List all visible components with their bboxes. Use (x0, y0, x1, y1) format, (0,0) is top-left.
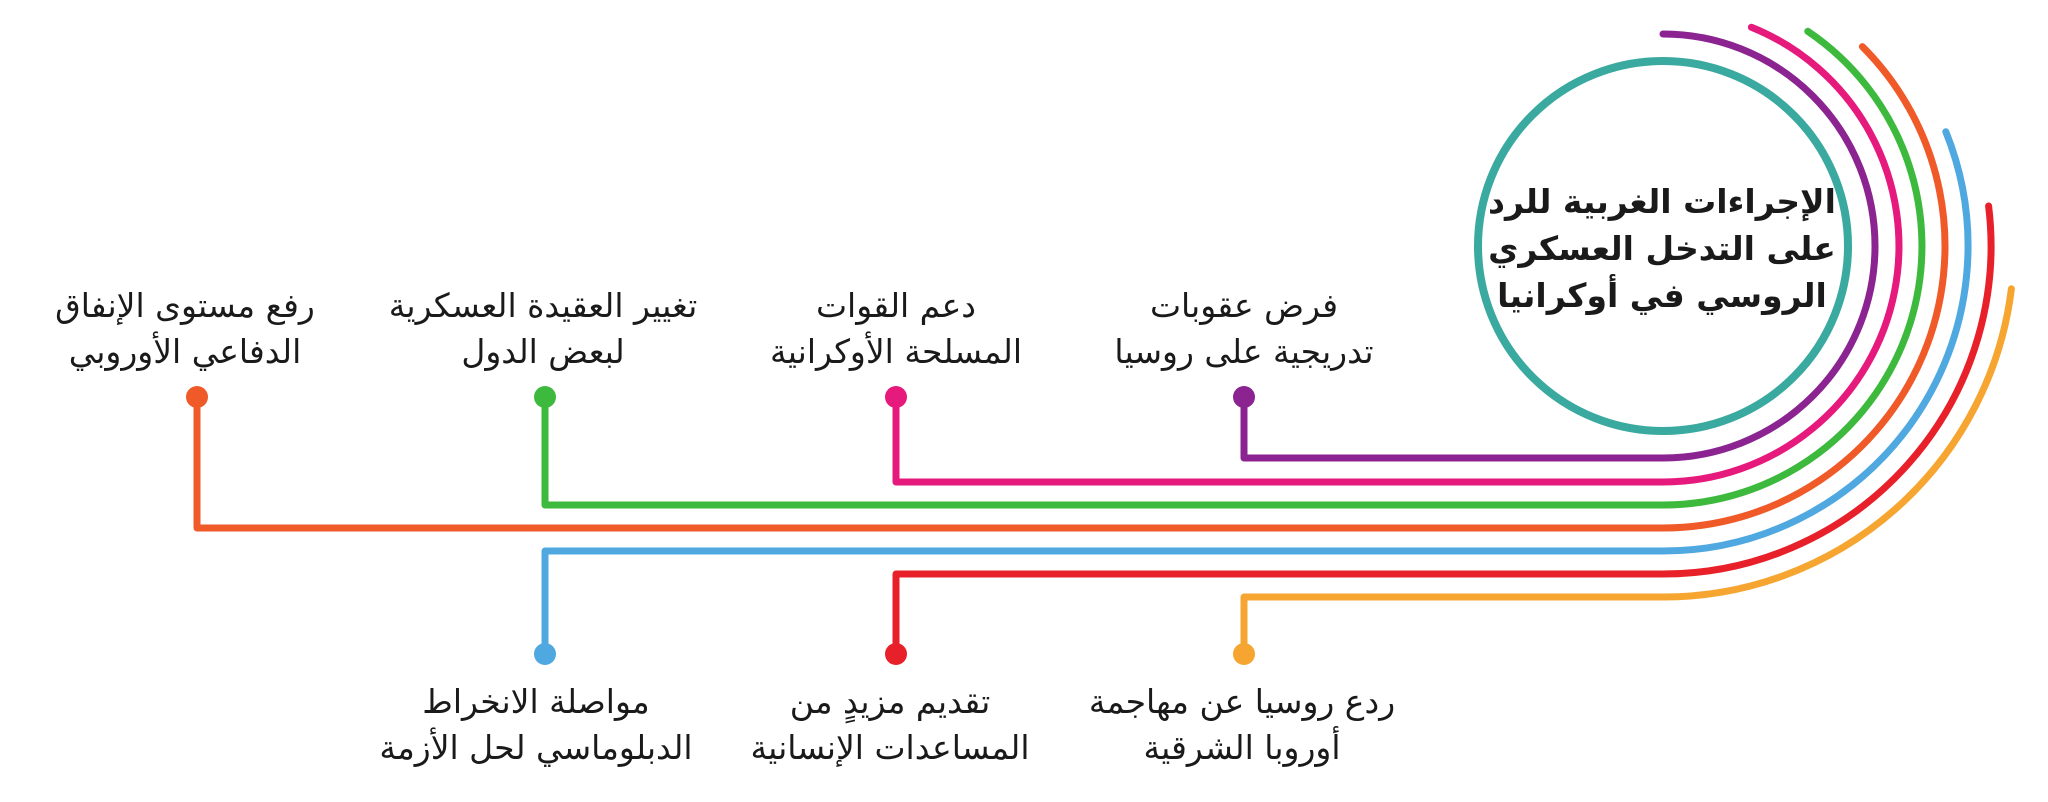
label-line: فرض عقوبات (1149, 286, 1339, 325)
connector-diplomacy (541, 128, 1972, 658)
title-ring (1474, 57, 1852, 435)
connector-sanctions (1240, 30, 1879, 462)
node-dot-diplomacy (534, 643, 556, 665)
label-line: الدبلوماسي لحل الأزمة (379, 728, 693, 767)
connector-support (892, 23, 1903, 486)
label-support: دعم القوات المسلحة الأوكرانية (770, 283, 1022, 375)
node-dot-aid (885, 643, 907, 665)
label-line: الدفاعي الأوروبي (68, 332, 302, 371)
node-dot-deter (1233, 643, 1255, 665)
label-doctrine: تغيير العقيدة العسكرية لبعض الدول (389, 283, 698, 375)
title-line: الإجراءات الغربية للرد (1488, 182, 1836, 221)
label-line: المسلحة الأوكرانية (770, 332, 1022, 371)
connector-doctrine (541, 27, 1926, 509)
connector-aid (892, 202, 1995, 658)
label-diplomacy: مواصلة الانخراط الدبلوماسي لحل الأزمة (379, 679, 692, 771)
node-dot-doctrine (534, 386, 556, 408)
label-line: مواصلة الانخراط (422, 682, 650, 721)
label-line: تقديم مزيدٍ من (789, 682, 991, 721)
label-deter: ردع روسيا عن مهاجمة أوروبا الشرقية (1089, 679, 1395, 771)
label-aid: تقديم مزيدٍ من المساعدات الإنسانية (750, 679, 1029, 771)
title: الإجراءات الغربية للرد على التدخل العسكر… (1472, 178, 1852, 319)
label-line: أوروبا الشرقية (1143, 728, 1341, 767)
label-line: تدريجية على روسيا (1114, 332, 1374, 371)
label-line: ردع روسيا عن مهاجمة (1088, 682, 1396, 721)
connector-deter (1240, 285, 2015, 658)
label-line: المساعدات الإنسانية (750, 728, 1030, 767)
label-line: دعم القوات (815, 286, 977, 325)
node-dot-support (885, 386, 907, 408)
label-line: تغيير العقيدة العسكرية (388, 286, 698, 325)
node-dot-sanctions (1233, 386, 1255, 408)
connector-spending (193, 43, 1949, 532)
label-line: رفع مستوى الإنفاق (55, 286, 315, 325)
title-line: الروسي في أوكرانيا (1497, 276, 1827, 315)
label-line: لبعض الدول (461, 332, 625, 371)
label-sanctions: فرض عقوبات تدريجية على روسيا (1114, 283, 1373, 375)
title-line: على التدخل العسكري (1488, 229, 1836, 268)
label-spending: رفع مستوى الإنفاق الدفاعي الأوروبي (55, 283, 315, 375)
node-dot-spending (186, 386, 208, 408)
